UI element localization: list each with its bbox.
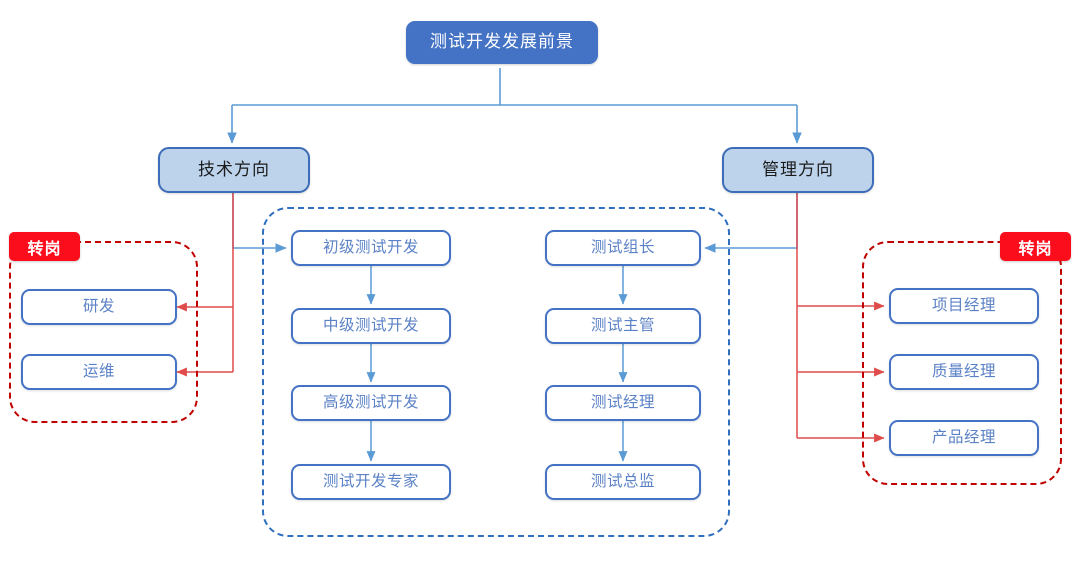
right-transfer-item-quality-manager[interactable]: 质量经理 xyxy=(889,354,1039,390)
node-label: 测试总监 xyxy=(590,473,655,491)
branch-node-management-direction[interactable]: 管理方向 xyxy=(722,147,874,193)
branch-node-technical-direction[interactable]: 技术方向 xyxy=(158,147,310,193)
node-label: 运维 xyxy=(82,363,115,381)
right-transfer-group-container xyxy=(862,241,1062,485)
management-ladder-item-team-leader[interactable]: 测试组长 xyxy=(545,230,701,266)
management-ladder-item-director[interactable]: 测试总监 xyxy=(545,464,701,500)
node-label: 测试经理 xyxy=(590,394,655,412)
branch-node-label: 管理方向 xyxy=(762,159,834,179)
technical-ladder-item-junior[interactable]: 初级测试开发 xyxy=(291,230,451,266)
node-label: 初级测试开发 xyxy=(322,239,419,257)
node-label: 产品经理 xyxy=(931,429,996,447)
technical-ladder-item-expert[interactable]: 测试开发专家 xyxy=(291,464,451,500)
branch-node-label: 技术方向 xyxy=(198,159,270,179)
connector-root-to-branches xyxy=(227,68,802,144)
left-transfer-group-container xyxy=(9,241,198,423)
node-label: 中级测试开发 xyxy=(322,317,419,335)
node-label: 测试组长 xyxy=(590,239,655,257)
left-transfer-item-ops[interactable]: 运维 xyxy=(21,354,177,390)
right-transfer-badge[interactable]: 转岗 xyxy=(1000,232,1071,261)
left-transfer-item-rd[interactable]: 研发 xyxy=(21,289,177,325)
ladder-group-container xyxy=(262,207,730,537)
node-label: 质量经理 xyxy=(931,363,996,381)
technical-ladder-item-intermediate[interactable]: 中级测试开发 xyxy=(291,308,451,344)
root-node-label: 测试开发发展前景 xyxy=(430,32,574,52)
management-ladder-item-supervisor[interactable]: 测试主管 xyxy=(545,308,701,344)
node-label: 研发 xyxy=(82,298,115,316)
right-transfer-item-product-manager[interactable]: 产品经理 xyxy=(889,420,1039,456)
technical-ladder-item-senior[interactable]: 高级测试开发 xyxy=(291,385,451,421)
root-node-career-prospects[interactable]: 测试开发发展前景 xyxy=(406,21,598,64)
node-label: 测试主管 xyxy=(590,317,655,335)
node-label: 测试开发专家 xyxy=(322,473,419,491)
right-transfer-badge-label: 转岗 xyxy=(1018,240,1053,258)
right-transfer-item-project-manager[interactable]: 项目经理 xyxy=(889,288,1039,324)
node-label: 高级测试开发 xyxy=(322,394,419,412)
left-transfer-badge[interactable]: 转岗 xyxy=(9,232,80,261)
node-label: 项目经理 xyxy=(931,297,996,315)
left-transfer-badge-label: 转岗 xyxy=(27,240,62,258)
management-ladder-item-manager[interactable]: 测试经理 xyxy=(545,385,701,421)
